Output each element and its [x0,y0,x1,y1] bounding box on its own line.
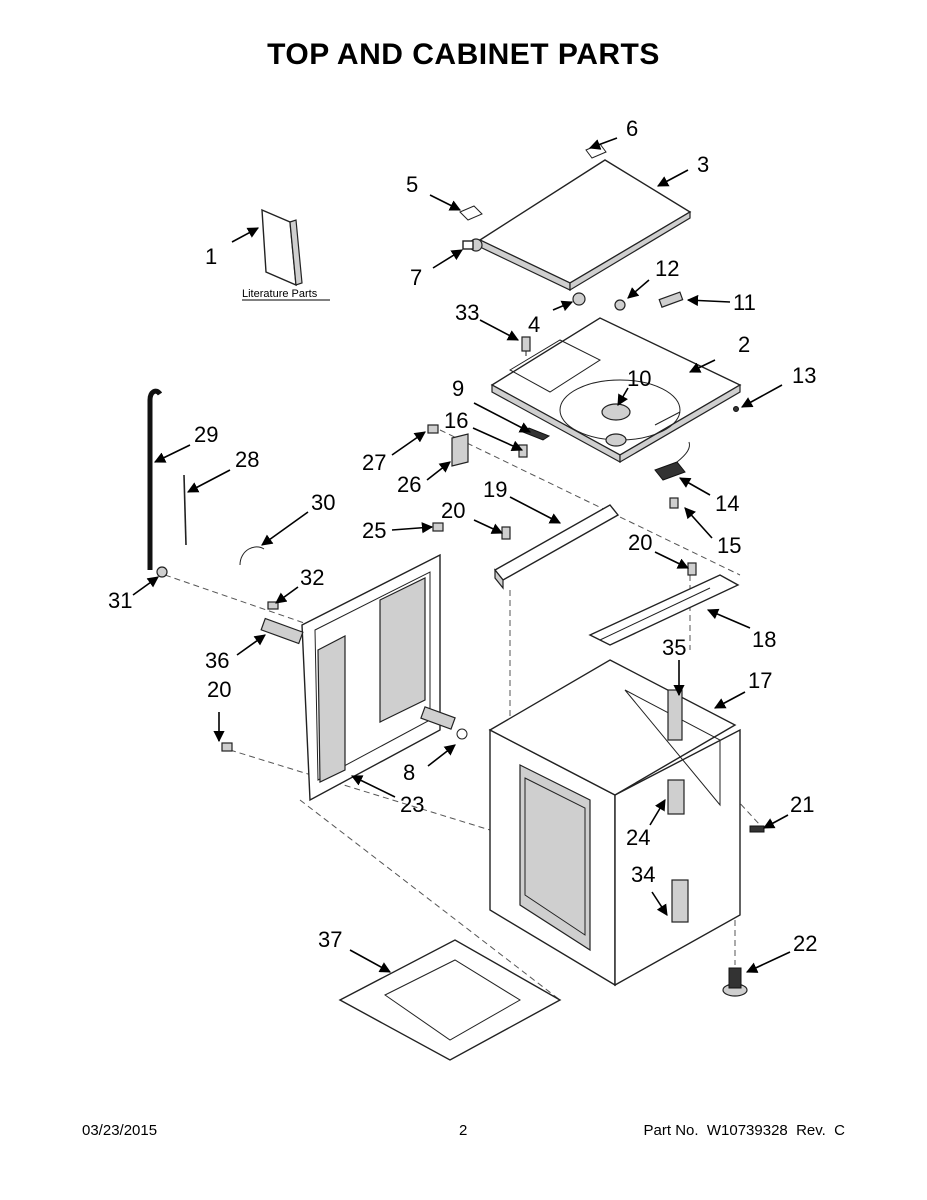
footer-date: 03/23/2015 [82,1122,158,1139]
callout-21: 21 [790,792,814,817]
leveling-leg [722,967,748,997]
lid-bumper [462,238,483,252]
callout-28: 28 [235,447,259,472]
callout-20c: 20 [207,677,231,702]
label-24 [667,779,685,815]
assembly-guide-lines [164,429,761,1001]
callout-arrows [132,137,791,973]
screw-33 [521,336,531,356]
callout-26: 26 [397,472,421,497]
callout-5: 5 [406,172,418,197]
callout-34: 34 [631,862,655,887]
label-35 [667,689,683,741]
page-title: TOP AND CABINET PARTS [267,38,660,71]
callout-17: 17 [748,668,772,693]
callout-36: 36 [205,648,229,673]
callout-37: 37 [318,927,342,952]
drain-hose [147,388,163,570]
part-11 [658,291,684,308]
footer-page-number: 2 [459,1122,468,1139]
callout-1: 1 [205,244,217,269]
part-12 [614,299,626,311]
hinge-5 [459,205,483,221]
part-13 [733,406,739,412]
callout-9: 9 [452,376,464,401]
callout-12: 12 [655,256,679,281]
callout-11: 11 [733,290,756,315]
base-pad [338,939,562,1061]
callout-10: 10 [627,366,651,391]
fitting-36 [260,617,304,645]
cabinet [488,659,741,987]
literature-parts-booklet [242,208,330,301]
literature-parts-label: Literature Parts [242,288,318,300]
callout-23: 23 [400,792,424,817]
callout-20b: 20 [628,530,652,555]
callout-8: 8 [403,760,415,785]
switch-14 [654,441,690,481]
callout-25: 25 [362,518,386,543]
callout-29: 29 [194,422,218,447]
callout-4: 4 [528,312,540,337]
fitting-8 [420,706,468,740]
top-panel [490,317,742,464]
rod-28 [183,474,187,546]
lid [478,159,692,292]
callout-18: 18 [752,627,776,652]
callout-19: 19 [483,477,507,502]
footer-part-number: Part No. W10739328 Rev. C [643,1122,845,1139]
callout-16: 16 [444,408,468,433]
callout-6: 6 [626,116,638,141]
callout-2: 2 [738,332,750,357]
front-brace [493,504,620,590]
callout-15: 15 [717,533,741,558]
screw-21 [749,825,765,833]
rear-brace [588,562,740,646]
callout-33: 33 [455,300,479,325]
screw-32 [267,601,279,610]
screw-27 [427,424,439,434]
part-31 [156,566,168,578]
callout-13: 13 [792,363,816,388]
hose-clip-30 [239,546,265,566]
callout-14: 14 [715,491,739,516]
rear-panel [301,553,441,802]
callout-27: 27 [362,450,386,475]
screw-15 [669,497,679,509]
callout-31: 31 [108,588,132,613]
callout-24: 24 [626,825,650,850]
screw-20c [221,742,233,752]
screw-16 [518,444,528,458]
callout-20a: 20 [441,498,465,523]
part-26 [451,433,469,467]
part-4 [572,292,586,306]
callout-35: 35 [662,635,686,660]
callout-22: 22 [793,931,817,956]
callout-3: 3 [697,152,709,177]
callout-32: 32 [300,565,324,590]
callout-7: 7 [410,265,422,290]
label-34 [671,879,689,923]
callout-30: 30 [311,490,335,515]
callout-labels: 1 2 3 4 5 6 7 8 9 10 11 12 13 14 15 16 1… [108,116,817,956]
screw-25 [432,522,444,532]
